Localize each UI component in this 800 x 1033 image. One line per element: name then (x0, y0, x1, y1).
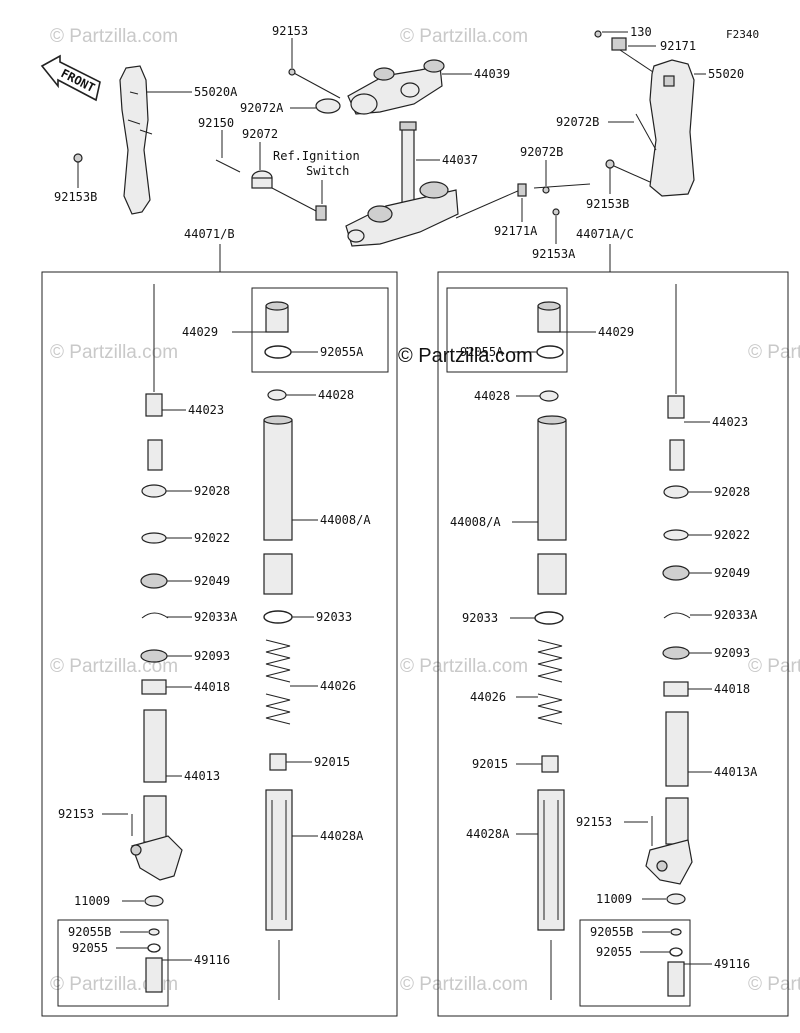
right-label-44026: 44026 (470, 690, 506, 704)
watermark: © Partzilla.com (50, 26, 178, 47)
watermark: © Partzilla.com (400, 656, 528, 677)
right-label-92033: 92033 (462, 611, 498, 625)
left-label-92055B: 92055B (68, 925, 111, 939)
right-label-92055B: 92055B (590, 925, 633, 939)
damper-right (537, 789, 565, 931)
front-arrow: FRONT (40, 54, 101, 102)
right-label-44018: 44018 (714, 682, 750, 696)
left-label-49116: 49116 (194, 953, 230, 967)
label-44039: 44039 (474, 67, 510, 81)
right-label-44013A: 44013A (714, 765, 758, 779)
label-92153B-left: 92153B (54, 190, 97, 204)
outer-tube-left (143, 709, 167, 783)
axle-holder-left (131, 835, 183, 881)
watermark: © Partzilla.com (748, 342, 800, 363)
left-label-92153: 92153 (58, 807, 94, 821)
right-label-44029: 44029 (598, 325, 634, 339)
label-55020: 55020 (708, 67, 744, 81)
right-label-92015: 92015 (472, 757, 508, 771)
figure-code: F2340 (726, 28, 759, 41)
left-label-44029: 44029 (182, 325, 218, 339)
left-label-44013: 44013 (184, 769, 220, 783)
right-group-frame (437, 271, 789, 1017)
left-label-44008: 44008/A (320, 513, 371, 527)
left-group-header: 44071/B (184, 227, 235, 241)
label-92072A: 92072A (240, 101, 284, 115)
label-92153B-right: 92153B (586, 197, 629, 211)
right-label-44028: 44028 (474, 389, 510, 403)
left-label-92028: 92028 (194, 484, 230, 498)
left-label-92055: 92055 (72, 941, 108, 955)
watermark: © Partzilla.com (748, 974, 800, 995)
ref-note-line1: Ref.Ignition (273, 149, 360, 163)
left-label-92022: 92022 (194, 531, 230, 545)
spring-left (265, 639, 291, 725)
left-label-44028: 44028 (318, 388, 354, 402)
right-label-92055A: 92055A (460, 345, 504, 359)
watermark: © Partzilla.com (748, 656, 800, 677)
right-label-49116: 49116 (714, 957, 750, 971)
damper-left (265, 789, 293, 931)
inner-tube-right (537, 419, 567, 541)
label-92171: 92171 (660, 39, 696, 53)
left-cap-box (251, 287, 389, 373)
right-label-44028A: 44028A (466, 827, 510, 841)
left-valve-box (57, 919, 169, 1007)
watermark: © Partzilla.com (400, 974, 528, 995)
fork-guard-left (119, 65, 151, 215)
right-label-92055: 92055 (596, 945, 632, 959)
left-label-92093: 92093 (194, 649, 230, 663)
left-label-44023: 44023 (188, 403, 224, 417)
inner-tube-left (263, 419, 293, 541)
right-label-92022: 92022 (714, 528, 750, 542)
label-92153-top: 92153 (272, 24, 308, 38)
left-label-44028A: 44028A (320, 829, 364, 843)
right-label-11009: 11009 (596, 892, 632, 906)
label-92072B-mid: 92072B (520, 145, 563, 159)
fork-guard-right (649, 59, 695, 197)
right-label-92093: 92093 (714, 646, 750, 660)
left-label-92055A: 92055A (320, 345, 364, 359)
watermark: © Partzilla.com (400, 26, 528, 47)
left-label-44018: 44018 (194, 680, 230, 694)
right-fork-group: 44071A/C 44029 92055A © Partzilla.com 44… (398, 227, 789, 1017)
right-group-header: 44071A/C (576, 227, 634, 241)
label-130: 130 (630, 25, 652, 39)
left-label-11009: 11009 (74, 894, 110, 908)
left-label-44026: 44026 (320, 679, 356, 693)
left-label-92033A: 92033A (194, 610, 238, 624)
right-valve-box (579, 919, 691, 1007)
label-55020A: 55020A (194, 85, 238, 99)
left-label-92033: 92033 (316, 610, 352, 624)
left-label-92015: 92015 (314, 755, 350, 769)
top-assembly: 55020A 92153B 44039 92153 92072A 44037 (54, 24, 744, 261)
label-44037: 44037 (442, 153, 478, 167)
right-cap-box (446, 287, 568, 373)
label-92072: 92072 (242, 127, 278, 141)
left-fork-group: 44071/B 44029 92055A 44028 44023 44008/A… (41, 227, 398, 1017)
right-label-44023: 44023 (712, 415, 748, 429)
left-label-92049: 92049 (194, 574, 230, 588)
watermark-center: © Partzilla.com (398, 345, 533, 367)
spring-right (537, 639, 563, 725)
ref-note-line2: Switch (306, 164, 349, 178)
left-group-frame (41, 271, 398, 1017)
label-92072B-right: 92072B (556, 115, 599, 129)
right-label-92049: 92049 (714, 566, 750, 580)
label-92171A: 92171A (494, 224, 538, 238)
label-92153A: 92153A (532, 247, 576, 261)
lower-bracket (345, 189, 459, 247)
right-label-92033A: 92033A (714, 608, 758, 622)
label-92150: 92150 (198, 116, 234, 130)
right-label-92153: 92153 (576, 815, 612, 829)
outer-tube-right (665, 711, 689, 787)
axle-holder-right (645, 839, 693, 885)
right-label-92028: 92028 (714, 485, 750, 499)
right-label-44008: 44008/A (450, 515, 501, 529)
watermark: © Partzilla.com (50, 342, 178, 363)
